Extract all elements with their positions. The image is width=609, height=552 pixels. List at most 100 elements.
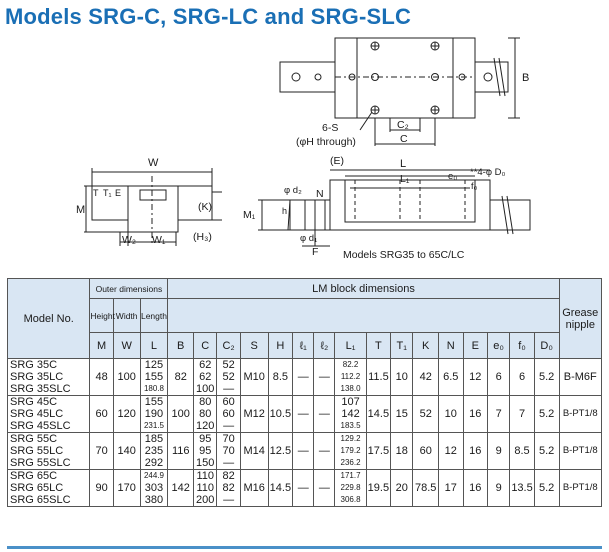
cell-t1: 18 [390,432,414,470]
cell-value: 60 [222,408,235,420]
cell-l1: — [292,432,315,470]
header-symbol: E [462,332,489,359]
bottom-rule [7,546,602,549]
cell-value: 155 [144,396,164,408]
header-symbol: L₁ [334,332,367,359]
header-symbol: B [167,332,195,359]
dim-b-label: B [522,72,529,84]
cell-value: 200 [196,494,215,506]
header-outer-dimensions: Outer dimensions [89,278,169,299]
cell-value: — [223,383,235,395]
dim-4d0-label: **4-φ D₀ [470,167,506,178]
dim-h-through-label: (φH through) [296,136,356,148]
cell-n: 12 [438,432,464,470]
cell-e: 16 [462,395,489,433]
cell-grease: B-PT1/8 [558,395,603,433]
cell-f0: 6 [509,358,535,396]
cell-l2: — [313,358,336,396]
dim-f0-label: f₀ [471,181,478,191]
cell-h: 14.5 [267,469,294,507]
model-name: SRG 35LC [10,371,64,383]
cell-value: 100 [196,383,215,395]
header-symbol: N [438,332,464,359]
model-name: SRG 55LC [10,445,64,457]
model-name: SRG 55SLC [10,457,71,469]
dim-w-label: W [148,157,159,169]
cell-s: M10 [239,358,269,396]
cell-l1: — [292,469,315,507]
cell-value: 180.8 [143,384,164,393]
dim-t-label: T [93,188,99,198]
cell-l2: — [313,432,336,470]
cell-l1: — [292,395,315,433]
cell-m: 70 [89,432,114,470]
cell-f0: 7 [509,395,535,433]
header-symbol: T [365,332,392,359]
cell-l2: — [313,395,336,433]
cell-value: 125 [144,359,164,371]
model-name: SRG 45SLC [10,420,71,432]
cell-t1: 10 [390,358,414,396]
cell-value: 62 [199,371,212,383]
cell-e0: 7 [487,395,511,433]
block-top-view [334,37,476,119]
header-symbol: D₀ [533,332,560,359]
dim-f-label: F [312,246,318,258]
cell-e0: 9 [487,469,511,507]
dim-c-label: C [400,133,408,145]
cell-d0: 5.2 [533,358,560,396]
header-lm-block-dimensions: LM block dimensions [167,278,560,299]
cell-t: 14.5 [365,395,392,433]
header-symbol: T₁ [390,332,414,359]
header-symbol: L [139,332,169,359]
cell-k: 52 [412,395,440,433]
cell-value: 183.5 [340,421,361,430]
model-name: SRG 55C [10,433,58,445]
page-title: Models SRG-C, SRG-LC and SRG-SLC [5,4,412,29]
cell-m: 90 [89,469,114,507]
cell-t: 17.5 [365,432,392,470]
cell-value: 236.2 [340,458,361,467]
cell-h: 10.5 [267,395,294,433]
cell-w: 120 [112,395,141,433]
cell-value: 82 [222,470,235,482]
cell-value: 179.2 [340,446,361,455]
cell-l2: — [313,469,336,507]
cell-s: M14 [239,432,269,470]
cell-value: — [223,457,235,469]
header-width: Width [112,298,141,333]
dim-h-label: h [282,206,287,216]
cell-d0: 5.2 [533,395,560,433]
dim-d1-label: φ d₁ [300,233,317,244]
model-name: SRG 35SLC [10,383,71,395]
cell-value: 95 [199,445,212,457]
dim-d2-label: φ d₂ [284,185,302,196]
cell-t1: 15 [390,395,414,433]
cell-value: 150 [196,457,215,469]
model-name: SRG 45C [10,396,58,408]
cell-value: 52 [222,371,235,383]
cell-n: 10 [438,395,464,433]
header-symbol: S [239,332,269,359]
cell-e: 12 [462,358,489,396]
cell-e0: 9 [487,432,511,470]
cell-value: 292 [144,457,164,469]
cell-value: 171.7 [340,471,361,480]
cell-d0: 5.2 [533,432,560,470]
cell-b: 100 [167,395,195,433]
dim-l1-label: L₁ [400,173,410,185]
